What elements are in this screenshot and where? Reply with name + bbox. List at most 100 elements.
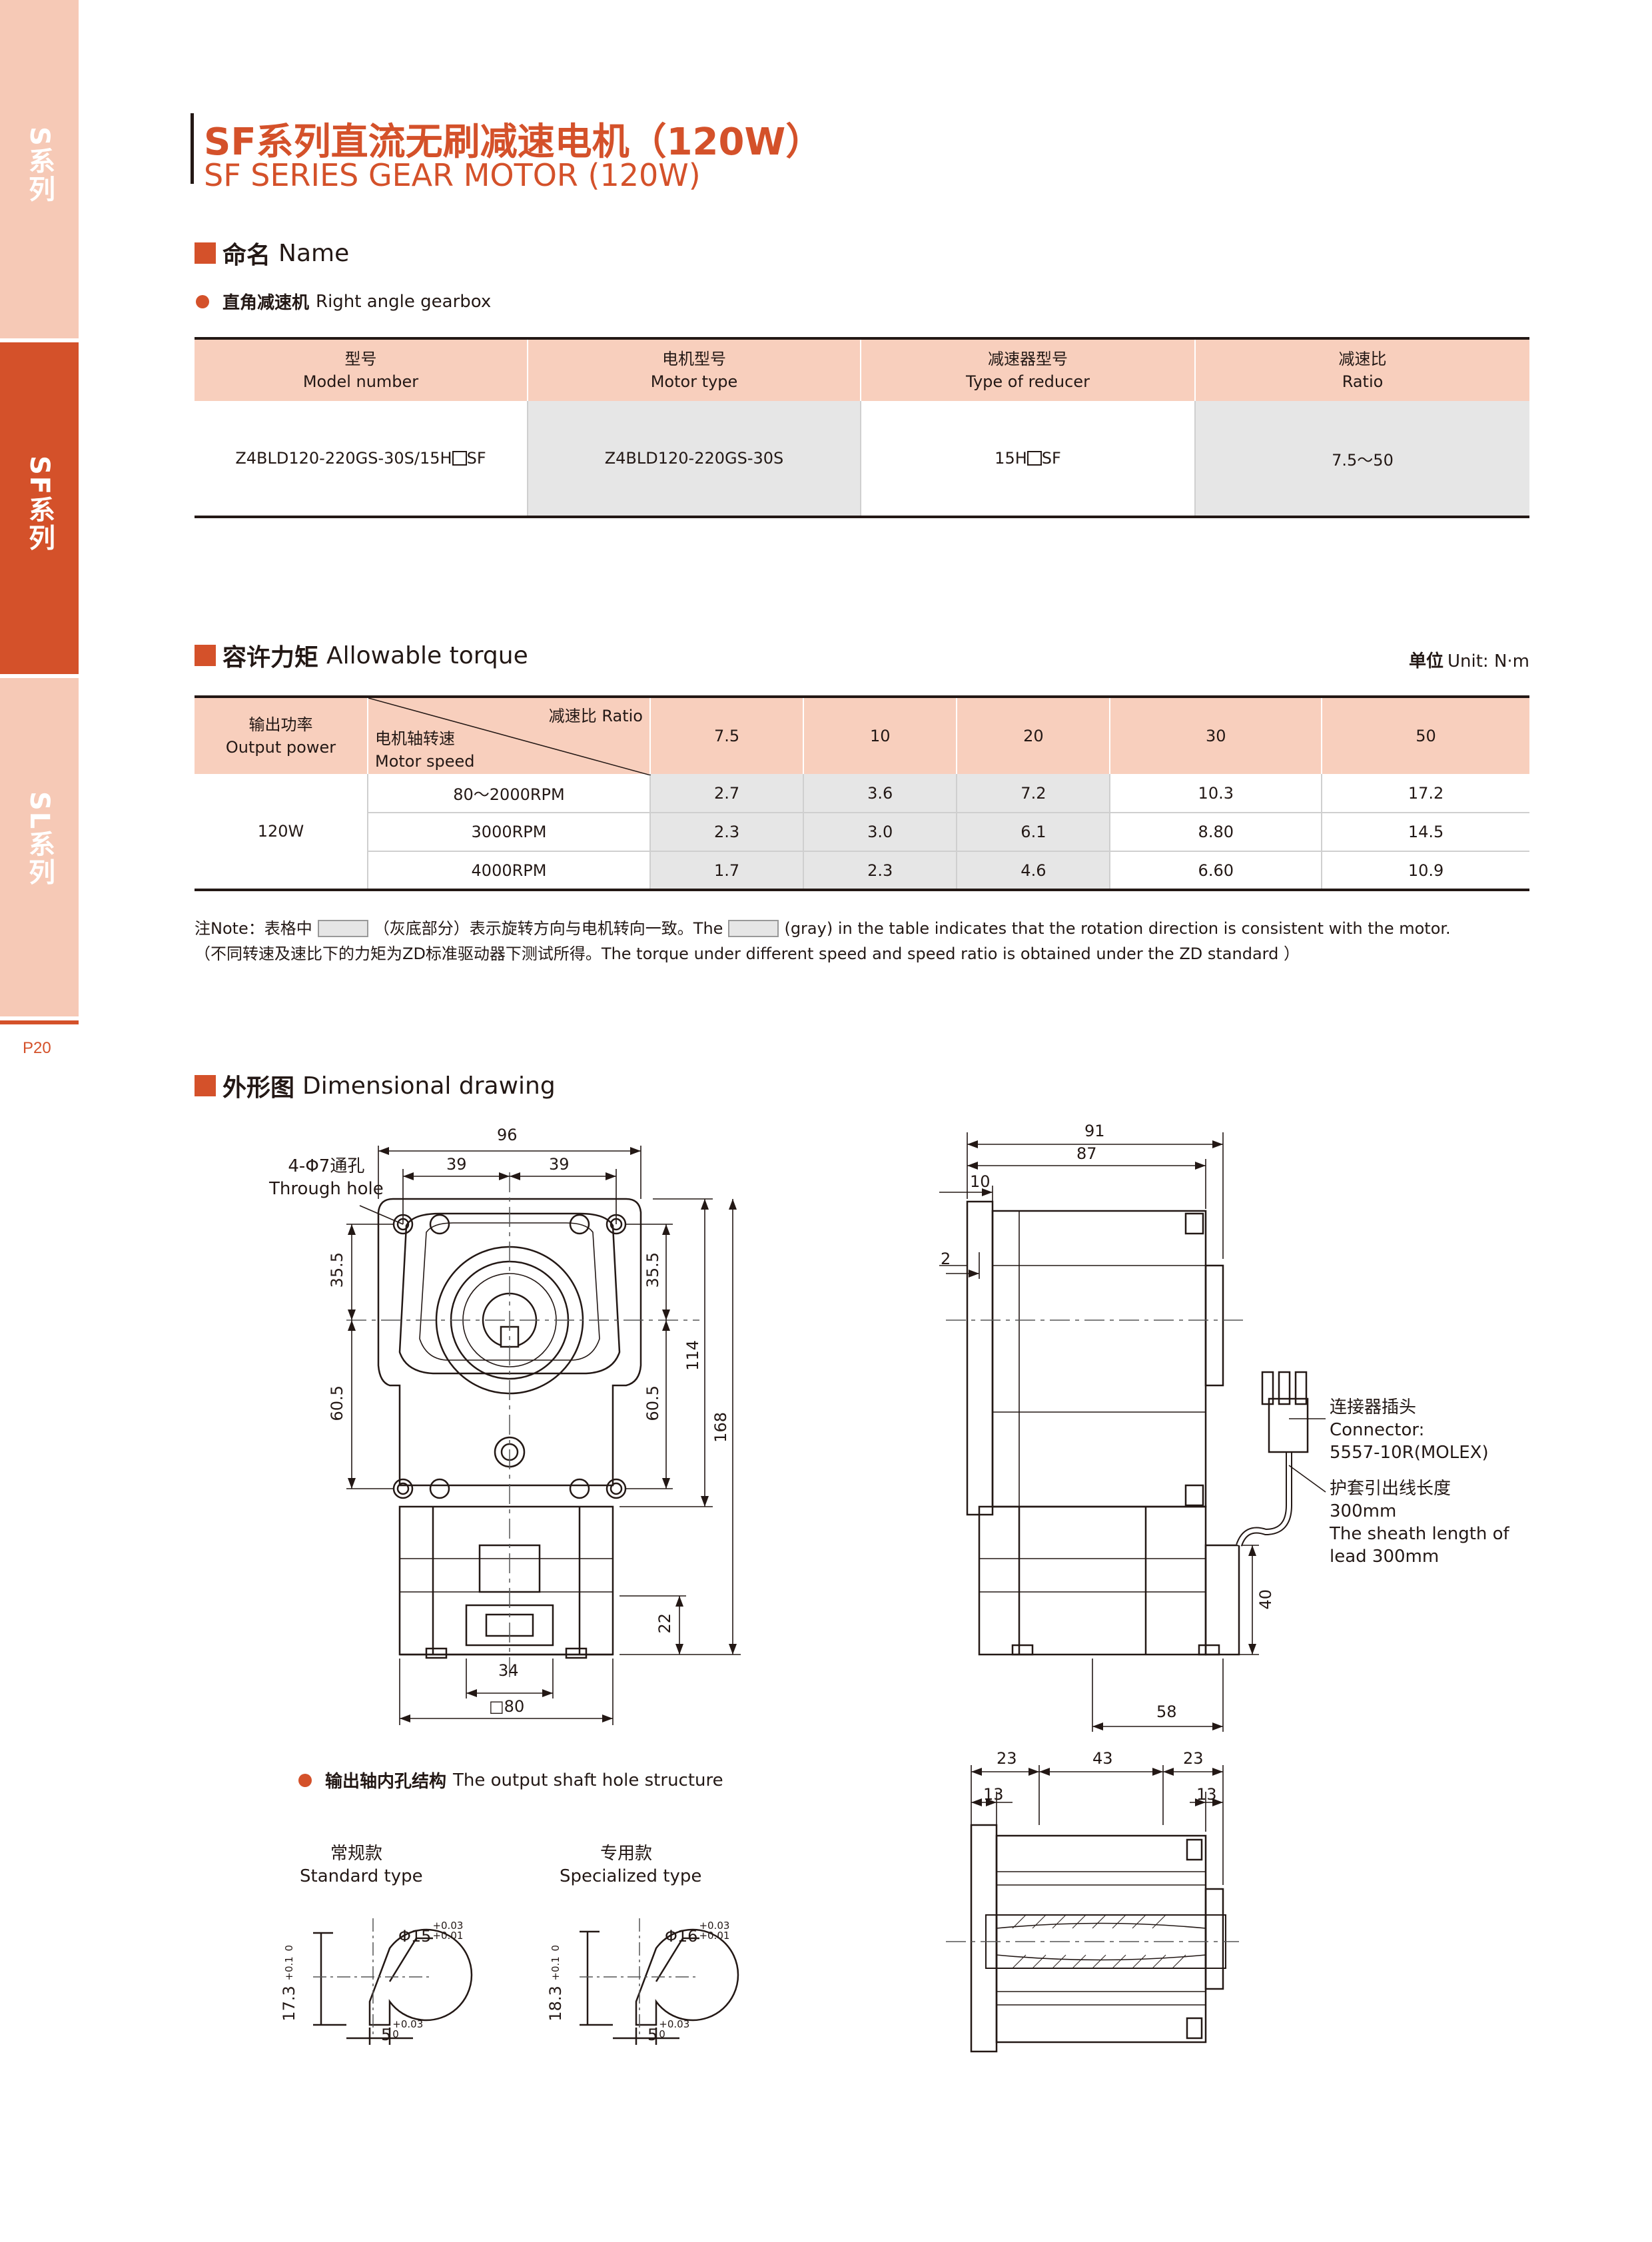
bullet-cn: 直角减速机 xyxy=(222,293,310,313)
sheath-label: 护套引出线长度 300mm The sheath length of lead … xyxy=(1330,1479,1509,1567)
bottom-view xyxy=(970,1824,1226,2053)
dim-23-left: 23 xyxy=(997,1749,1017,1768)
front-dimension-lines xyxy=(346,1146,741,1725)
dim-23-right: 23 xyxy=(1183,1749,1204,1768)
cell-torque: 17.2 xyxy=(1321,774,1529,813)
bullet-right-angle-gearbox: 直角减速机 Right angle gearbox xyxy=(196,289,491,314)
col-header-ratio-20: 20 xyxy=(956,697,1110,774)
section-heading-name: 命名 Name xyxy=(195,236,349,270)
side-tab-sf-series[interactable]: SF系列 xyxy=(0,342,79,674)
section-heading-torque: 容许力矩 Allowable torque xyxy=(195,638,528,673)
cell-torque: 2.7 xyxy=(649,774,804,813)
dim-40: 40 xyxy=(1256,1589,1275,1610)
cell-torque: 2.3 xyxy=(649,812,804,851)
dim-91: 91 xyxy=(1084,1122,1105,1140)
bullet-en: Right angle gearbox xyxy=(316,291,492,312)
dim-22: 22 xyxy=(655,1613,674,1634)
cell-torque: 8.80 xyxy=(1109,812,1322,851)
side-tab-sl-series[interactable]: SL系列 xyxy=(0,678,79,1016)
section-marker xyxy=(195,645,216,666)
center-lines xyxy=(346,1172,699,1679)
dim-34: 34 xyxy=(498,1661,519,1680)
cell-torque: 14.5 xyxy=(1321,812,1529,851)
cell-torque: 7.2 xyxy=(956,774,1110,813)
cell-speed: 4000RPM xyxy=(367,851,650,890)
dim-114: 114 xyxy=(683,1340,702,1371)
dim-39-left: 39 xyxy=(446,1155,467,1174)
col-header-ratio-7-5: 7.5 xyxy=(649,697,804,774)
dim-58: 58 xyxy=(1156,1702,1177,1721)
table-row: 3000RPM 2.3 3.0 6.1 8.80 14.5 xyxy=(195,812,1529,851)
cell-torque: 10.9 xyxy=(1321,851,1529,890)
torque-note-line-2: （不同转速及速比下的力矩为ZD标准驱动器下测试所得。The torque und… xyxy=(195,944,1300,963)
bullet-dot xyxy=(196,294,209,308)
side-navigation: S系列 SF系列 SL系列 P20 xyxy=(0,0,79,2242)
dim-35-5-right: 35.5 xyxy=(643,1252,662,1288)
dim-13-right: 13 xyxy=(1196,1785,1217,1804)
side-tab-s-series[interactable]: S系列 xyxy=(0,0,79,338)
cell-torque: 2.3 xyxy=(803,851,957,890)
dim-39-right: 39 xyxy=(549,1155,570,1174)
dim-2: 2 xyxy=(941,1250,951,1268)
table-row: 120W 80～2000RPM 2.7 3.6 7.2 10.3 17.2 xyxy=(195,774,1529,841)
cell-torque: 6.1 xyxy=(956,812,1110,851)
special-height: 18.3 +0.1 0 xyxy=(546,1945,565,2022)
torque-note-line-1: 注Note：表格中（灰底部分）表示旋转方向与电机转向一致。The(gray) i… xyxy=(195,919,1451,938)
cell-speed: 80～2000RPM xyxy=(367,774,650,813)
bullet-shaft-hole: 输出轴内孔结构 The output shaft hole structure xyxy=(298,1768,723,1792)
shaft-hole-standard xyxy=(313,1928,473,2045)
side-divider xyxy=(0,1020,79,1024)
side-dimension-lines xyxy=(939,1132,1326,1732)
side-view xyxy=(966,1200,1309,1656)
col-header-ratio-30: 30 xyxy=(1109,697,1322,774)
connector-label: 连接器插头 Connector: 5557-10R(MOLEX) xyxy=(1330,1397,1489,1463)
dim-43: 43 xyxy=(1092,1749,1113,1768)
section-marker xyxy=(195,1075,216,1096)
page-title-cn: SF系列直流无刷减速电机（120W） xyxy=(204,121,823,164)
section-title-en: Name xyxy=(278,239,350,267)
dim-13-left: 13 xyxy=(983,1785,1004,1804)
table-row: 4000RPM 1.7 2.3 4.6 6.60 10.9 xyxy=(195,851,1529,890)
cell-torque: 3.0 xyxy=(803,812,957,851)
col-header-ratio-10: 10 xyxy=(803,697,957,774)
section-heading-drawing: 外形图 Dimensional drawing xyxy=(195,1068,556,1103)
bullet-dot xyxy=(298,1773,312,1787)
cell-torque: 4.6 xyxy=(956,851,1110,890)
page-title-en: SF SERIES GEAR MOTOR (120W) xyxy=(204,157,701,193)
front-dimension-arrows xyxy=(348,1147,737,1722)
section-marker xyxy=(195,242,216,264)
diagonal-divider xyxy=(368,698,651,775)
page-number: P20 xyxy=(23,1039,51,1057)
cell-torque: 3.6 xyxy=(803,774,957,813)
cell-torque: 10.3 xyxy=(1109,774,1322,813)
cell-speed: 3000RPM xyxy=(367,812,650,851)
dim-168: 168 xyxy=(711,1412,730,1443)
bullet-en: The output shaft hole structure xyxy=(453,1770,723,1790)
cell-motor: Z4BLD120-220GS-30S xyxy=(527,401,861,517)
cell-torque: 1.7 xyxy=(649,851,804,890)
dim-60-5-left: 60.5 xyxy=(328,1385,346,1421)
std-height: 17.3 +0.1 0 xyxy=(280,1945,298,2022)
col-header-ratio-50: 50 xyxy=(1321,697,1529,774)
shaft-hole-special xyxy=(580,1928,739,2045)
side-tab-label: SF系列 xyxy=(24,456,55,552)
bottom-dimension-lines xyxy=(971,1765,1224,1885)
cell-torque: 6.60 xyxy=(1109,851,1322,890)
bullet-cn: 输出轴内孔结构 xyxy=(325,1772,447,1792)
side-tab-label: SL系列 xyxy=(24,791,55,887)
std-diameter: Φ15+0.03+0.01 xyxy=(398,1920,464,1946)
section-title-en: Allowable torque xyxy=(326,641,528,669)
